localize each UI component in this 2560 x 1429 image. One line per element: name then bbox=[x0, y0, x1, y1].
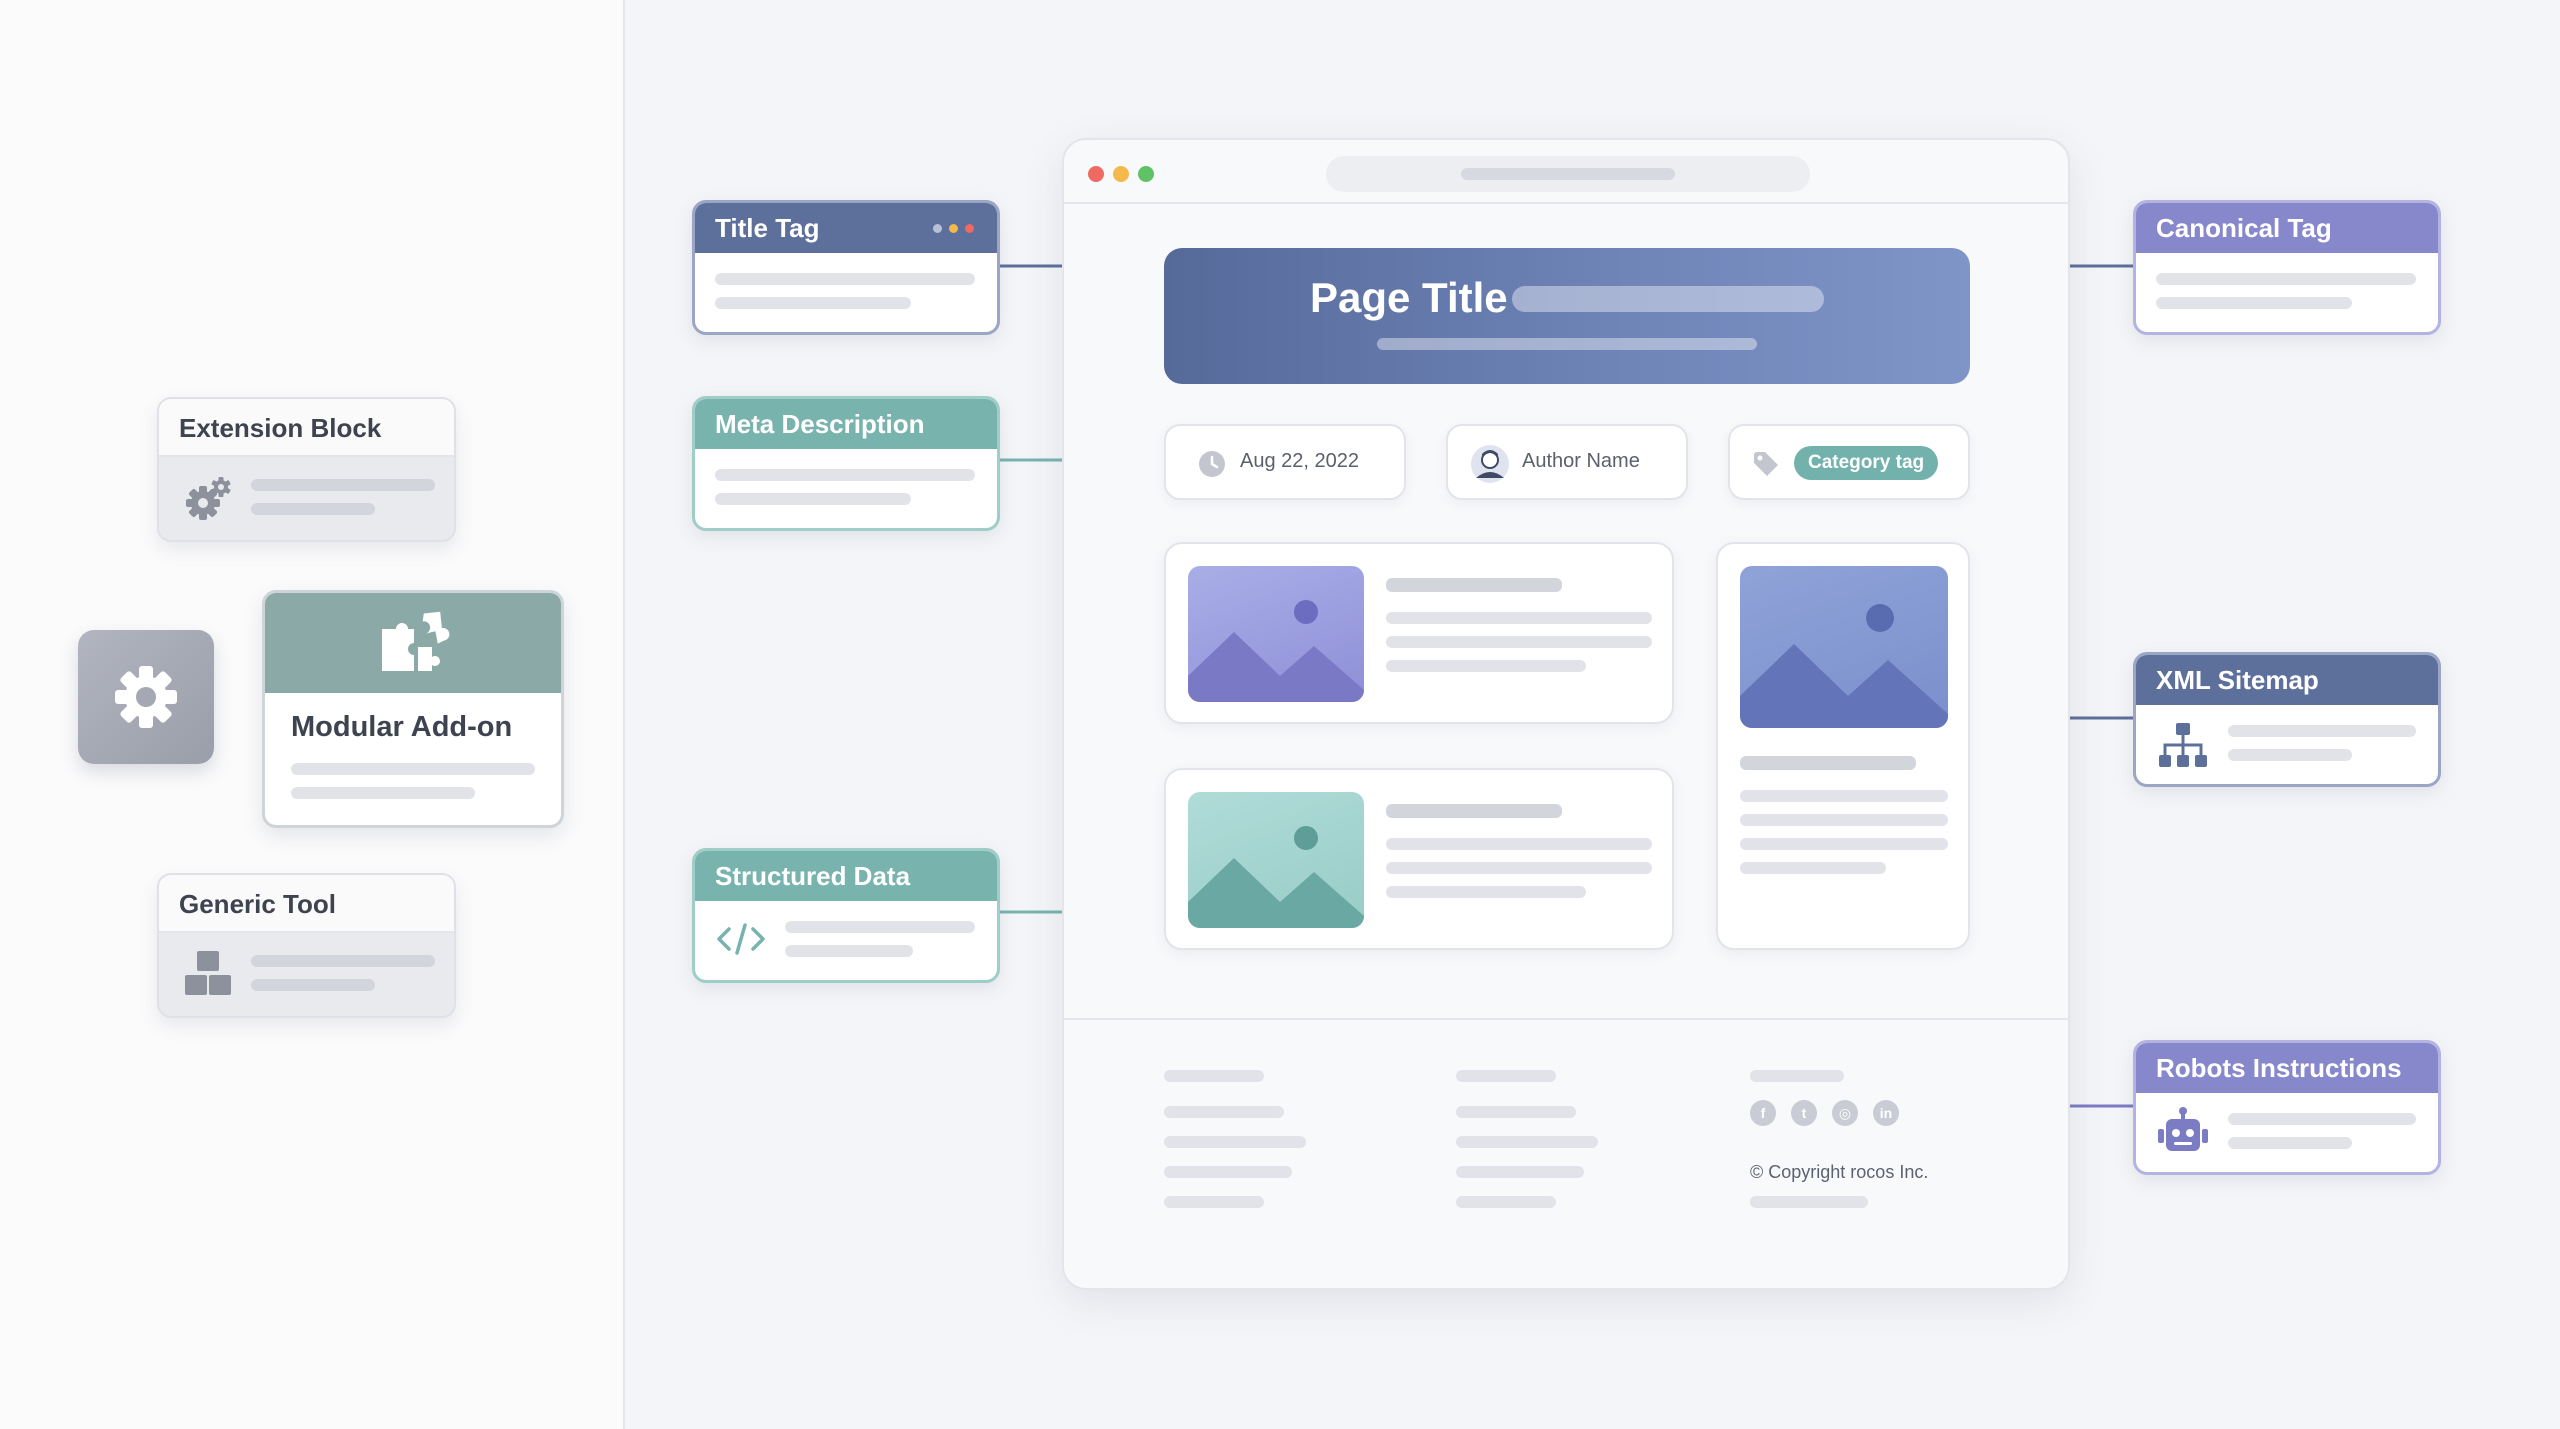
page-title-banner: Page Title bbox=[1164, 248, 1970, 384]
title-tag-label: Title Tag bbox=[695, 203, 997, 253]
title-tag-card[interactable]: Title Tag bbox=[692, 200, 1000, 335]
image-placeholder-icon bbox=[1188, 792, 1364, 928]
date-chip: Aug 22, 2022 bbox=[1164, 424, 1406, 500]
author-chip[interactable]: Author Name bbox=[1446, 424, 1688, 500]
xml-sitemap-card[interactable]: XML Sitemap bbox=[2133, 652, 2441, 787]
settings-tile[interactable] bbox=[78, 630, 214, 764]
article-card[interactable] bbox=[1164, 768, 1674, 950]
robots-instructions-label: Robots Instructions bbox=[2136, 1043, 2438, 1093]
publish-date: Aug 22, 2022 bbox=[1240, 450, 1359, 472]
blocks-icon bbox=[181, 947, 237, 1003]
maximize-dot[interactable] bbox=[1138, 166, 1154, 182]
article-card[interactable] bbox=[1164, 542, 1674, 724]
generic-tool-card[interactable]: Generic Tool bbox=[157, 873, 456, 1018]
extension-block-card[interactable]: Extension Block bbox=[157, 397, 456, 542]
category-chip[interactable]: Category tag bbox=[1728, 424, 1970, 500]
sitemap-icon bbox=[2156, 719, 2210, 773]
modular-addon-card[interactable]: Modular Add-on bbox=[262, 590, 564, 828]
category-tag[interactable]: Category tag bbox=[1794, 446, 1939, 480]
image-placeholder-icon bbox=[1740, 566, 1948, 728]
extension-block-title: Extension Block bbox=[159, 399, 454, 457]
minimize-dot[interactable] bbox=[1113, 166, 1129, 182]
gear-icon bbox=[112, 663, 180, 731]
robots-instructions-card[interactable]: Robots Instructions bbox=[2133, 1040, 2441, 1175]
meta-description-label: Meta Description bbox=[695, 399, 997, 449]
structured-data-label: Structured Data bbox=[695, 851, 997, 901]
author-name: Author Name bbox=[1522, 450, 1640, 472]
modular-addon-title: Modular Add-on bbox=[291, 711, 513, 743]
structured-data-card[interactable]: Structured Data bbox=[692, 848, 1000, 983]
generic-tool-title: Generic Tool bbox=[159, 875, 454, 933]
sidebar-card[interactable] bbox=[1716, 542, 1970, 950]
facebook-icon[interactable]: f bbox=[1750, 1100, 1776, 1126]
puzzle-icon bbox=[378, 609, 450, 679]
address-bar[interactable] bbox=[1326, 156, 1810, 192]
linkedin-icon[interactable]: in bbox=[1873, 1100, 1899, 1126]
page-title: Page Title bbox=[1310, 274, 1508, 321]
tag-icon bbox=[1752, 450, 1780, 478]
close-dot[interactable] bbox=[1088, 166, 1104, 182]
window-dots bbox=[933, 224, 983, 234]
twitter-icon[interactable]: t bbox=[1791, 1100, 1817, 1126]
gears-icon bbox=[181, 471, 237, 527]
copyright-text: © Copyright rocos Inc. bbox=[1750, 1162, 1929, 1182]
webpage-mockup: Page Title Aug 22, 2022 Author Name Cate… bbox=[1062, 138, 2070, 1290]
image-placeholder-icon bbox=[1188, 566, 1364, 702]
canonical-tag-label: Canonical Tag bbox=[2136, 203, 2438, 253]
xml-sitemap-label: XML Sitemap bbox=[2136, 655, 2438, 705]
avatar-icon bbox=[1470, 444, 1510, 484]
robot-icon bbox=[2156, 1107, 2210, 1161]
instagram-icon[interactable]: ◎ bbox=[1832, 1100, 1858, 1126]
canonical-tag-card[interactable]: Canonical Tag bbox=[2133, 200, 2441, 335]
code-icon bbox=[715, 921, 767, 957]
meta-description-card[interactable]: Meta Description bbox=[692, 396, 1000, 531]
clock-icon bbox=[1198, 450, 1226, 478]
